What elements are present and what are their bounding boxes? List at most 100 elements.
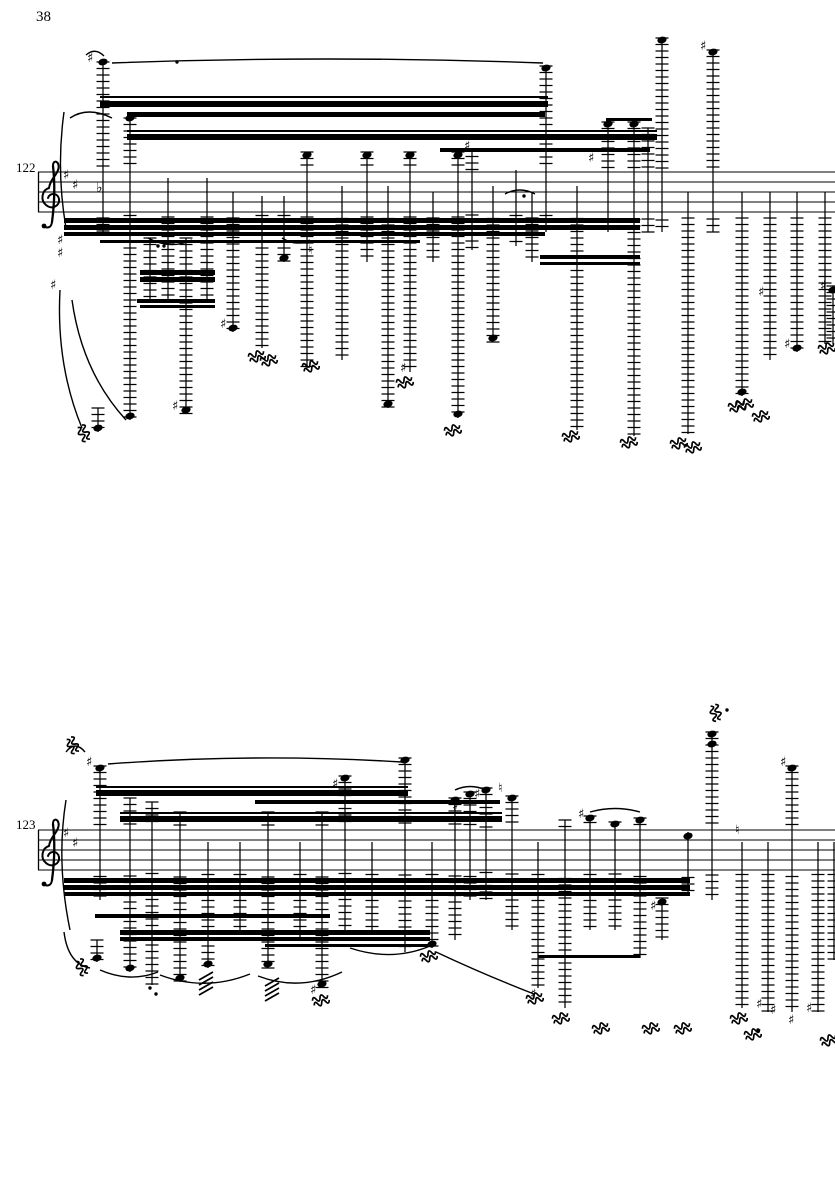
slur <box>65 745 86 753</box>
notehead <box>95 764 105 772</box>
tremolo-squiggle-icon <box>551 1012 571 1025</box>
accidental-glyph: ♯ <box>172 399 178 414</box>
beam <box>100 240 420 243</box>
tremolo-squiggle-icon <box>673 1022 693 1035</box>
augmentation-dot <box>522 194 526 198</box>
measure-number-122: 122 <box>16 160 36 175</box>
beam <box>606 118 652 121</box>
slur <box>58 289 83 429</box>
tremolo-squiggle-icon <box>683 441 703 454</box>
notehead <box>362 151 372 159</box>
notehead <box>279 254 289 262</box>
notehead <box>317 980 327 988</box>
beam <box>64 878 690 883</box>
slur <box>159 973 251 984</box>
notehead <box>657 898 667 906</box>
slur <box>147 237 193 246</box>
accidental-glyph: ♯ <box>578 807 584 822</box>
beam <box>120 930 430 935</box>
beam <box>127 134 657 140</box>
tremolo-squiggle-icon <box>395 376 415 389</box>
notehead <box>98 58 108 66</box>
staff-system-122: ♯♯♯♯♯♯♯♯♯♯♯♯♯♯♯♮♭ <box>37 36 835 454</box>
accidental-glyph: ♯ <box>220 317 226 332</box>
beam <box>64 218 640 223</box>
treble-clef-icon <box>50 164 56 224</box>
slur <box>85 50 105 57</box>
accidental-glyph: ♯ <box>72 836 78 851</box>
notehead <box>603 120 613 128</box>
accidental-glyph: ♯ <box>700 39 706 54</box>
accidental-glyph: ♭ <box>96 180 103 196</box>
beam <box>137 299 215 303</box>
augmentation-dot <box>154 992 158 996</box>
notehead <box>585 814 595 822</box>
accidental-glyph: ♯ <box>57 233 63 248</box>
accidental-glyph: ♮ <box>498 781 503 796</box>
notehead <box>707 740 717 748</box>
tremolo-squiggle-icon <box>561 430 581 443</box>
augmentation-dot <box>725 708 729 712</box>
beam <box>64 232 545 236</box>
accidental-glyph: ♯ <box>758 285 764 300</box>
accidental-glyph: ♯ <box>310 983 316 998</box>
notehead <box>203 960 213 968</box>
accidental-glyph: ♯ <box>530 987 536 1002</box>
slur <box>111 58 544 64</box>
accidental-glyph: ♯ <box>784 337 790 352</box>
accidental-glyph: ♯ <box>50 278 56 293</box>
beam <box>96 790 408 796</box>
tremolo-squiggle-icon <box>729 1012 749 1025</box>
beam <box>120 937 430 941</box>
tremolo-slashes-icon <box>264 977 280 1002</box>
tremolo-squiggle-icon <box>66 736 80 755</box>
accidental-glyph: ♯ <box>332 777 338 792</box>
slur <box>435 951 535 995</box>
tremolo-squiggle-icon <box>709 703 722 723</box>
tremolo-squiggle-icon <box>259 354 279 367</box>
augmentation-dot <box>162 244 166 248</box>
beam <box>95 914 330 918</box>
notehead <box>629 120 639 128</box>
beam <box>120 816 502 822</box>
tremolo-squiggle-icon <box>77 424 91 443</box>
notehead <box>228 324 238 332</box>
augmentation-dot <box>156 244 160 248</box>
measure-number-123: 123 <box>16 817 36 832</box>
beam <box>100 101 548 107</box>
accidental-glyph: ♯ <box>756 997 762 1012</box>
notehead <box>400 756 410 764</box>
accidental-glyph: ♯ <box>806 1001 812 1016</box>
accidental-glyph: ♮ <box>308 243 313 258</box>
accidental-glyph: ♯ <box>63 826 69 841</box>
accidental-glyph: ♯ <box>588 151 594 166</box>
slur <box>59 111 67 229</box>
beam <box>540 255 640 259</box>
slur <box>61 799 71 931</box>
page-number: 38 <box>36 9 51 25</box>
notehead <box>828 286 835 294</box>
beam <box>255 800 500 804</box>
tremolo-squiggle-icon <box>817 342 835 355</box>
treble-clef-icon <box>41 187 61 209</box>
notehead <box>708 48 718 56</box>
beam <box>64 892 690 896</box>
notehead <box>302 151 312 159</box>
slur <box>257 971 343 984</box>
tremolo-squiggle-icon <box>735 398 755 411</box>
beam <box>265 944 430 947</box>
tremolo-squiggle-icon <box>419 950 439 963</box>
treble-clef-icon <box>48 818 60 847</box>
accidental-glyph: ♯ <box>650 899 656 914</box>
slur <box>504 189 536 195</box>
beam <box>64 225 640 230</box>
beam <box>127 112 545 117</box>
beam <box>64 885 690 890</box>
tremolo-squiggle-icon <box>641 1022 661 1035</box>
slur <box>349 945 431 956</box>
slur <box>589 807 641 813</box>
accidental-glyph: ♯ <box>788 1013 794 1028</box>
augmentation-dot <box>148 986 152 990</box>
